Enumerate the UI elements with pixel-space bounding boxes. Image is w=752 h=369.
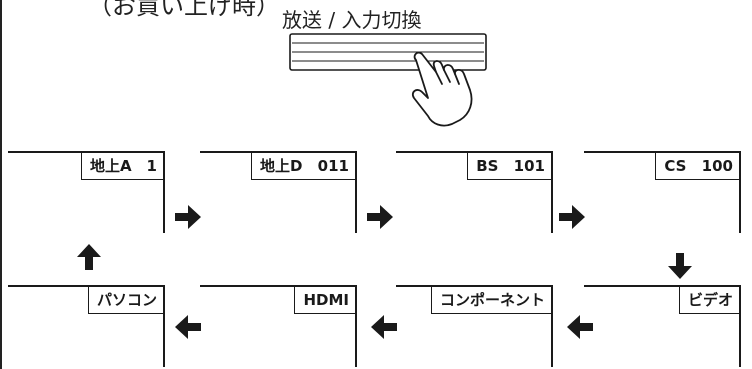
input-switch-button-label: 放送 / 入力切換	[282, 8, 422, 32]
arrow-right-icon	[175, 205, 201, 229]
screen-label-cs: CS 100	[655, 153, 739, 180]
screen-label-pasokon: パソコン	[87, 287, 163, 314]
arrow-right-icon	[559, 205, 585, 229]
screen-video: ビデオ	[584, 285, 741, 367]
arrow-right-icon	[367, 205, 393, 229]
arrow-down-icon	[668, 253, 692, 279]
screen-label-chijo-a: 地上A 1	[80, 153, 163, 180]
input-switch-button-icon	[289, 33, 487, 127]
screen-cs: CS 100	[584, 151, 741, 233]
arrow-left-icon	[175, 315, 201, 339]
screen-label-component: コンポーネント	[430, 287, 551, 314]
pointing-hand-icon	[411, 51, 473, 127]
screen-label-video: ビデオ	[678, 287, 739, 314]
screen-pasokon: パソコン	[8, 285, 165, 367]
screen-hdmi: HDMI	[200, 285, 357, 367]
left-edge-line	[0, 0, 2, 369]
factory-setting-caption: （お買い上げ時）	[88, 0, 280, 20]
screen-label-chijo-d: 地上D 011	[251, 153, 355, 180]
screen-chijo-d: 地上D 011	[200, 151, 357, 233]
arrow-left-icon	[567, 315, 593, 339]
arrow-left-icon	[371, 315, 397, 339]
screen-chijo-a: 地上A 1	[8, 151, 165, 233]
screen-label-hdmi: HDMI	[294, 287, 355, 314]
arrow-up-icon	[77, 244, 101, 270]
screen-bs: BS 101	[396, 151, 553, 233]
screen-component: コンポーネント	[396, 285, 553, 367]
screen-label-bs: BS 101	[467, 153, 551, 180]
